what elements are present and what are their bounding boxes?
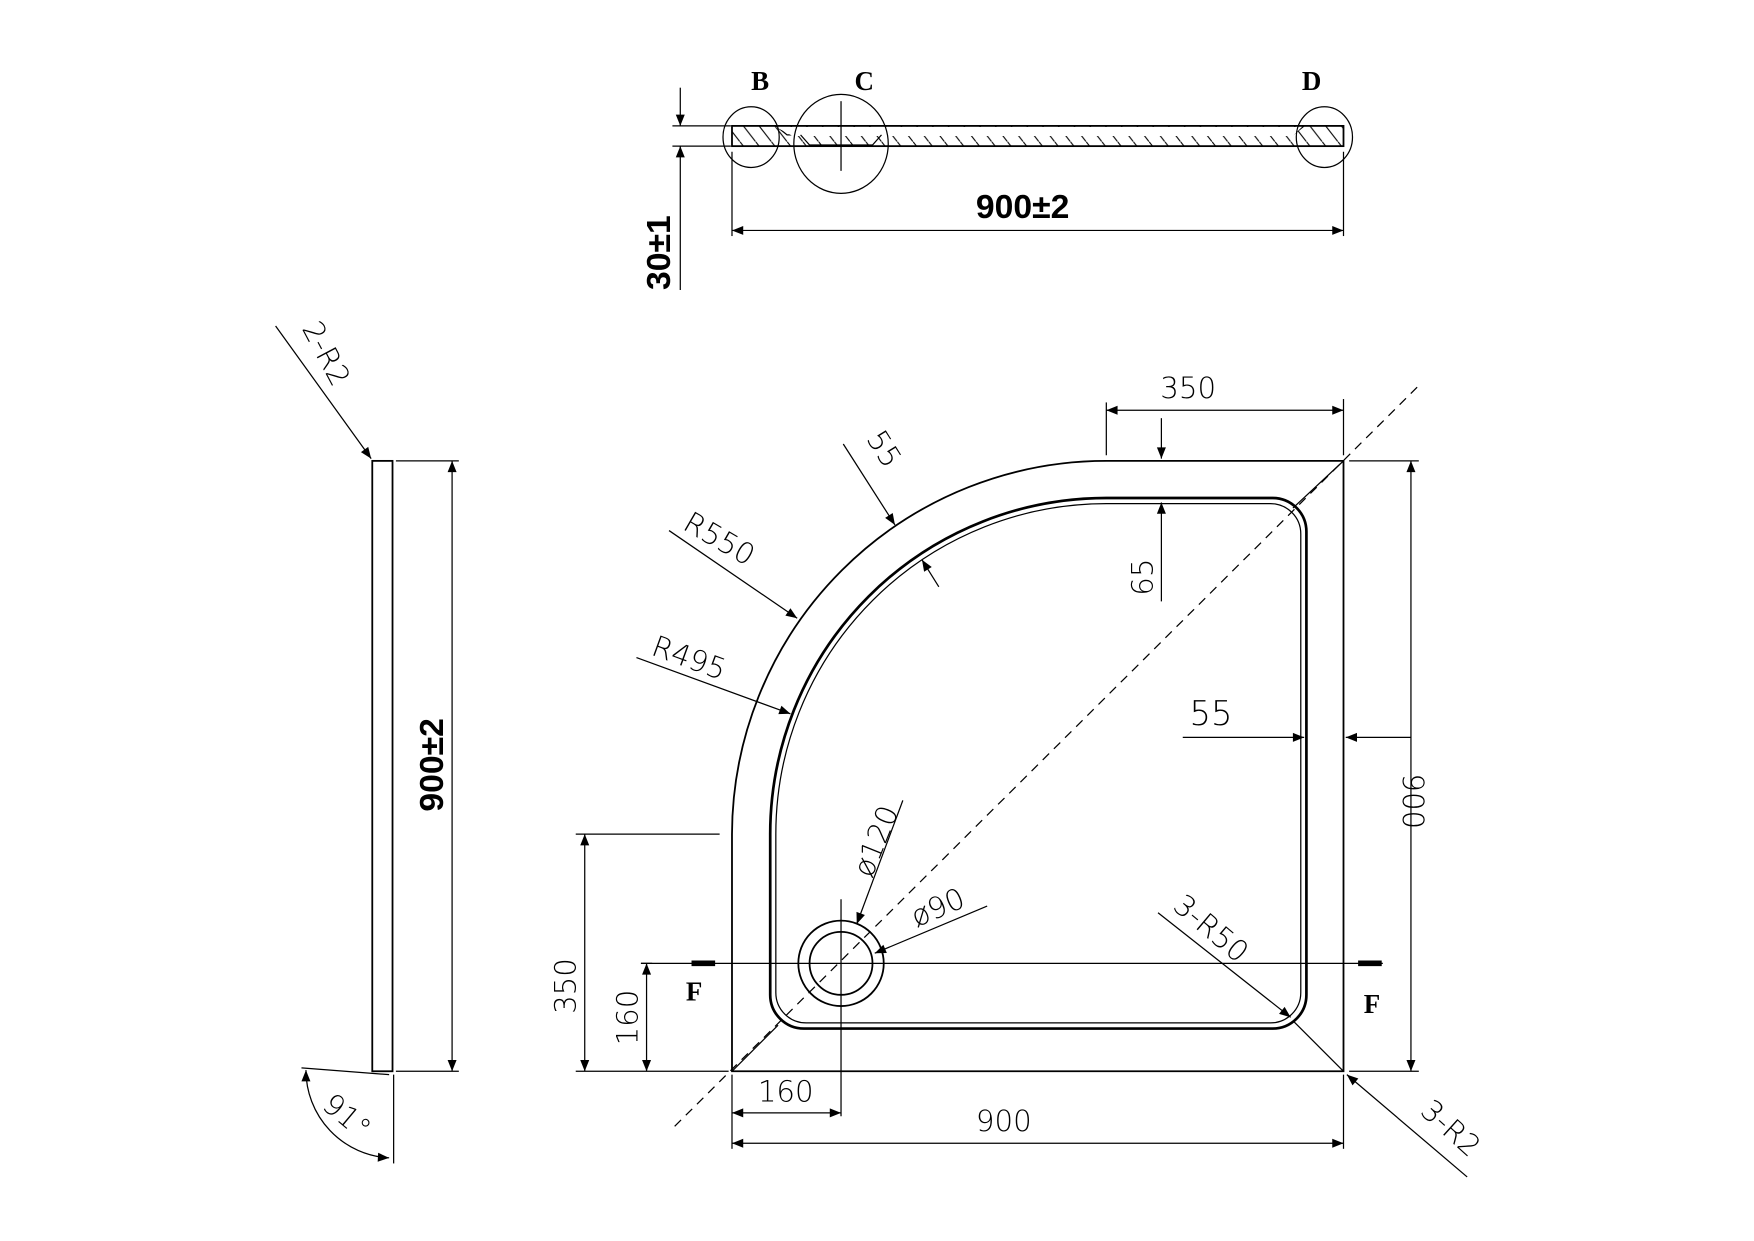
height-dimension: 30±1 [640, 215, 678, 290]
top-straight-dim: 350 [1160, 371, 1216, 405]
drain-inner-dim: ø90 [906, 881, 970, 934]
side-length-dimension: 900±2 [413, 718, 451, 812]
section-label-left: F [686, 976, 702, 1006]
outer-corners-dim: 3-R2 [1414, 1093, 1487, 1164]
inner-radius-dim: R495 [648, 629, 731, 687]
detail-circle-c [793, 93, 889, 194]
left-straight-dim: 350 [549, 958, 583, 1014]
outer-radius-dim: R550 [678, 505, 761, 572]
tray-outline [731, 459, 1345, 1073]
basin-rim [768, 496, 1308, 1030]
label-d: D [1302, 66, 1321, 96]
side-view: 900±2 2-R2 91° [275, 316, 459, 1164]
section-label-right: F [1364, 989, 1380, 1019]
bottom-width-dim: 900 [976, 1104, 1032, 1138]
label-b: B [751, 66, 769, 96]
arc-rim-dim: 55 [860, 424, 909, 474]
inner-corners-dim: 3-R50 [1167, 888, 1255, 970]
diagonal-centerline [674, 385, 1420, 1127]
drain-outer-dim: ø120 [846, 801, 905, 882]
width-dimension: 900±2 [976, 188, 1070, 226]
right-height-dim: 900 [1396, 773, 1430, 829]
drain-offset-y-dim: 160 [611, 990, 645, 1046]
plan-view: F F 350 65 55 900 900 160 350 160 55 R55… [549, 371, 1487, 1178]
side-radius-note: 2-R2 [295, 316, 357, 392]
label-c: C [855, 66, 874, 96]
drain-offset-x-dim: 160 [758, 1075, 814, 1109]
top-rim-dim: 65 [1125, 559, 1159, 596]
tray-side [371, 459, 394, 1073]
section-view: B C D 30±1 900±2 [640, 66, 1354, 291]
angle-label: 91° [316, 1087, 378, 1146]
right-rim-dim: 55 [1189, 694, 1232, 733]
detail-circle-b [722, 106, 780, 169]
detail-circle-d [1295, 106, 1354, 169]
